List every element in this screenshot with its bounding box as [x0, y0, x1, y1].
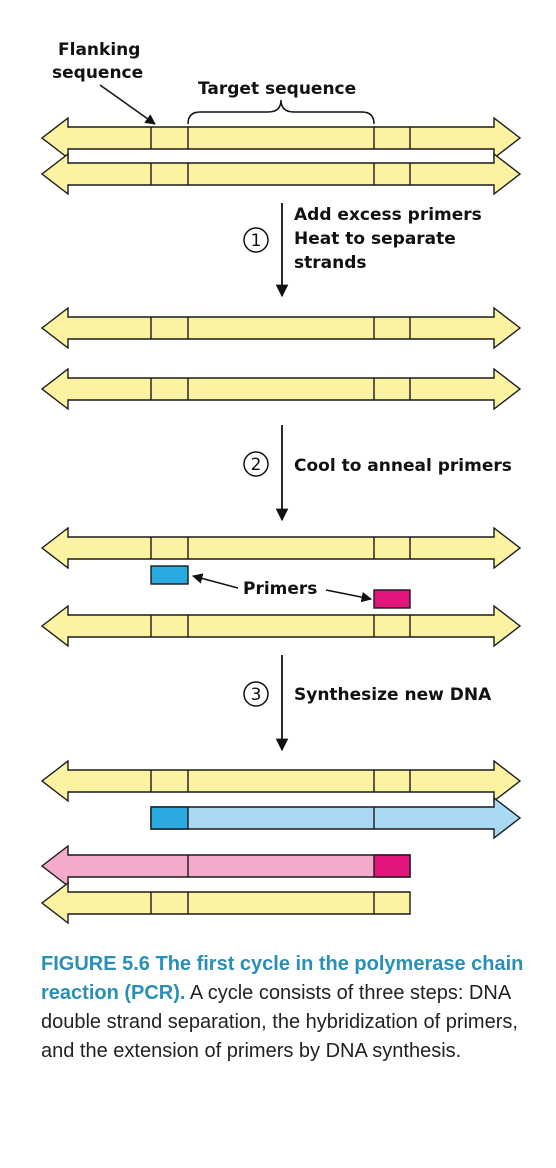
anneal-strand-top [40, 526, 522, 570]
caption-title: FIGURE 5.6 The first cycle in the polyme… [41, 953, 524, 1004]
step3-text: Synthesize new DNA [294, 685, 492, 705]
target-brace [187, 99, 375, 125]
new-reverse-strand [40, 844, 411, 888]
target-label: Target sequence [198, 79, 356, 99]
figure-caption: FIGURE 5.6 The first cycle in the polyme… [41, 950, 531, 1066]
new-reverse-primer [373, 854, 411, 878]
template-bottom-final [40, 881, 411, 925]
reverse-primer [373, 589, 411, 609]
step2-number-circle [243, 451, 269, 477]
step1-number-circle [243, 227, 269, 253]
step1-text-line2: Heat to separate [294, 229, 456, 249]
separated-strand-top [40, 306, 522, 350]
separated-strand-bottom [40, 367, 522, 411]
pcr-cycle-diagram: Flanking sequence Target sequence 1 Add … [40, 40, 522, 925]
primers-label: Primers [243, 579, 317, 599]
primers-layer [150, 565, 411, 609]
step2-text: Cool to anneal primers [294, 456, 512, 476]
new-forward-primer [150, 806, 189, 830]
flanking-label-line1: Flanking [58, 40, 140, 60]
caption-body: A cycle consists of three steps: DNA dou… [41, 982, 518, 1062]
strands-layer [40, 116, 522, 925]
new-forward-strand [150, 796, 522, 840]
anneal-strand-bottom [40, 604, 522, 648]
primer-pointer-right [325, 589, 373, 603]
step1-number: 1 [251, 231, 262, 251]
flanking-pointer [99, 84, 156, 125]
step1-text-line3: strands [294, 253, 367, 273]
step2-number: 2 [251, 455, 262, 475]
forward-primer [150, 565, 189, 585]
parent-strand-bottom [40, 152, 522, 196]
primer-pointer-left [191, 573, 239, 589]
parent-strand-top [40, 116, 522, 160]
flanking-label-line2: sequence [52, 63, 143, 83]
step3-number: 3 [251, 685, 262, 705]
step3-number-circle [243, 681, 269, 707]
template-top-final [40, 759, 522, 803]
step1-text-line1: Add excess primers [294, 205, 482, 225]
